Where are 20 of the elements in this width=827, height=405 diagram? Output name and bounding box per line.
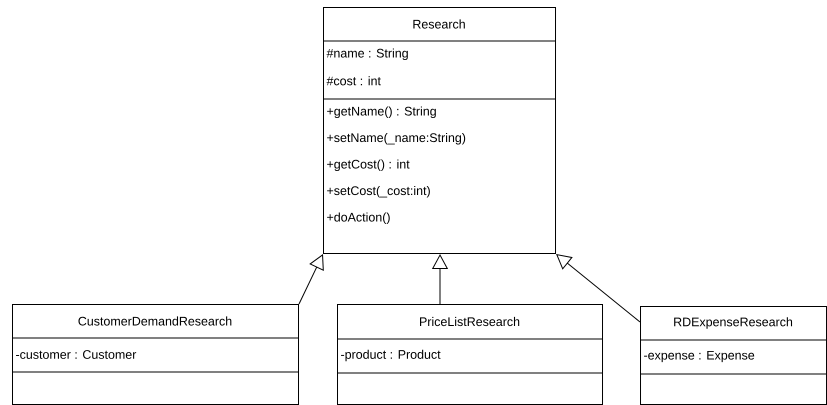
generalization-arrow [298,254,324,304]
attribute: -customer : Customer [16,350,136,359]
attribute: #cost : int [326,76,381,86]
class-name: PriceListResearch [420,316,520,326]
class-box [322,7,556,254]
attribute: -expense : Expense [644,350,754,362]
method: +setCost(_cost:int) [327,186,430,198]
method: +getName() : String [327,106,436,118]
class-name: CustomerDemandResearch [78,316,232,326]
attribute: #name : String [326,48,408,60]
method: +setName(_name:String) [327,132,466,145]
class-box [640,306,827,405]
class-box [12,304,299,405]
class-box [336,304,604,405]
class-name: RDExpenseResearch [674,317,792,329]
method: +getCost() : int [327,159,410,172]
class-name: Research [413,19,465,29]
method: +doAction() [327,212,390,224]
generalization-arrow [556,254,641,322]
attribute: -product : Product [341,350,441,362]
